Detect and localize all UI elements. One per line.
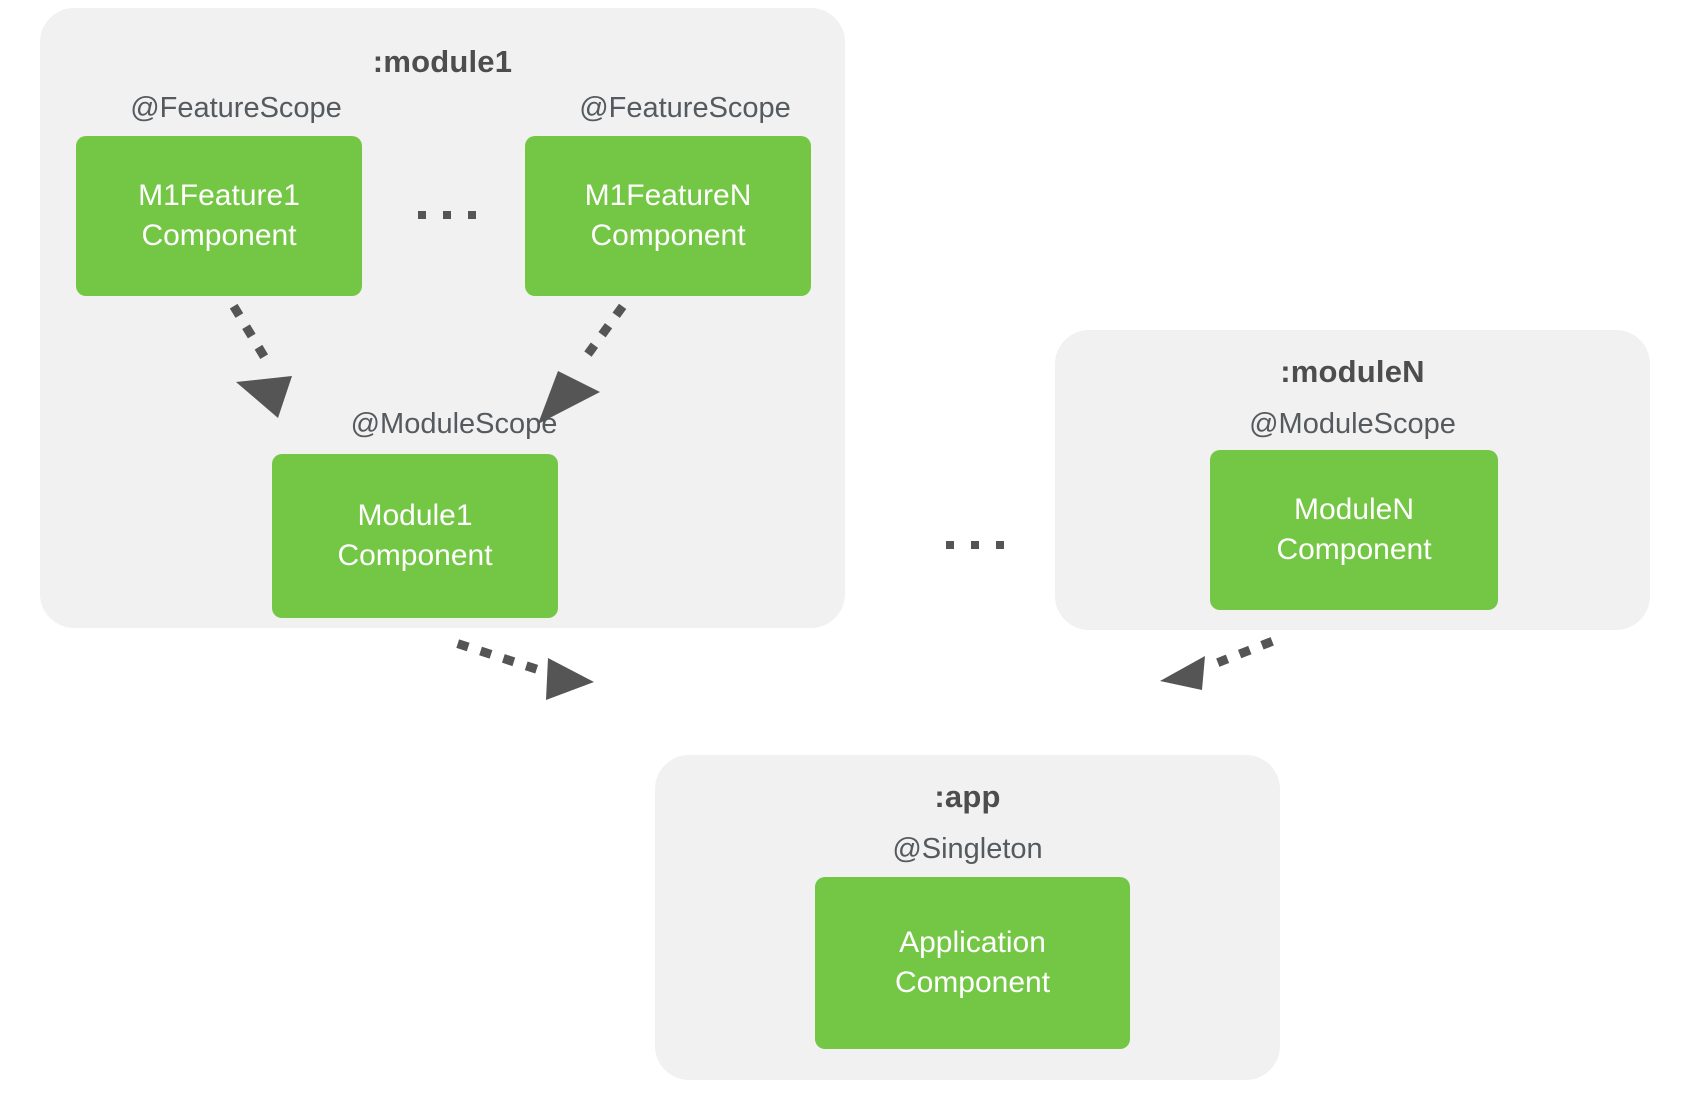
component-m1feature1[interactable]: M1Feature1 Component <box>76 136 362 296</box>
component-modulen-line1: ModuleN <box>1293 493 1415 527</box>
ellipsis-between-modules <box>946 541 1004 549</box>
ellipsis-dot <box>418 211 426 219</box>
ellipsis-between-features <box>418 211 476 219</box>
scope-label-modulescope-modulen: @ModuleScope <box>1249 408 1456 440</box>
panel-title-modulen: :moduleN <box>1280 354 1425 389</box>
arrow-module1-to-application <box>456 639 594 700</box>
component-m1featuren[interactable]: M1FeatureN Component <box>525 136 811 296</box>
component-m1featuren-line2: Component <box>590 219 746 252</box>
scope-label-modulescope-module1: @ModuleScope <box>350 408 558 440</box>
panel-modulen: :moduleN @ModuleScope ModuleN Component <box>1055 330 1650 630</box>
scope-label-singleton: @Singleton <box>892 833 1043 865</box>
ellipsis-dot <box>996 541 1004 549</box>
ellipsis-dot <box>443 211 451 219</box>
ellipsis-dot <box>468 211 476 219</box>
scope-label-featurescope-1: @FeatureScope <box>130 92 342 124</box>
component-modulen[interactable]: ModuleN Component <box>1210 450 1498 610</box>
component-module1[interactable]: Module1 Component <box>272 454 558 618</box>
component-modulen-line2: Component <box>1276 533 1432 566</box>
ellipsis-dot <box>946 541 954 549</box>
panel-app: :app @Singleton Application Component <box>655 755 1280 1080</box>
panel-module1: :module1 @FeatureScope M1Feature1 Compon… <box>40 8 845 628</box>
arrow-modulen-to-application <box>1160 637 1274 690</box>
component-application-line2: Component <box>894 966 1051 999</box>
component-m1feature1-line2: Component <box>141 219 297 252</box>
panel-title-module1: :module1 <box>372 44 513 79</box>
component-module1-line2: Component <box>337 539 493 572</box>
component-module1-line1: Module1 <box>357 499 473 533</box>
scope-label-featurescope-2: @FeatureScope <box>579 92 791 124</box>
component-application[interactable]: Application Component <box>815 877 1130 1049</box>
ellipsis-dot <box>971 541 979 549</box>
component-application-line1: Application <box>899 926 1046 960</box>
component-m1feature1-line1: M1Feature1 <box>138 179 300 213</box>
component-m1featuren-line1: M1FeatureN <box>584 179 752 213</box>
panel-title-app: :app <box>934 779 1001 814</box>
